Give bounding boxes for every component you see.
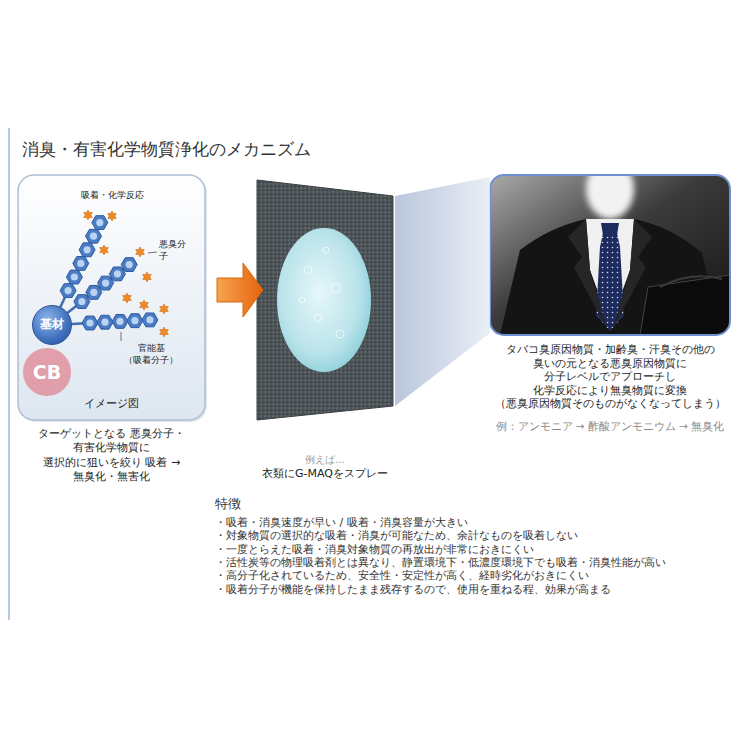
hexagon-ring	[92, 216, 108, 230]
droplet	[299, 297, 305, 303]
spray-caption: 衣類にG-MAQをスプレー	[215, 467, 435, 481]
odor-molecule-star	[160, 304, 169, 314]
leader-line	[121, 332, 122, 341]
photo-panel: タバコ臭原因物質・加齢臭・汗臭その他の 臭いの元となる悪臭原因物質に 分子レベル…	[490, 175, 730, 335]
projection-beam	[395, 177, 490, 406]
hexagon-ring	[121, 258, 137, 272]
example-lead: 例えば...	[215, 453, 435, 466]
odor-molecule-star	[100, 245, 109, 255]
hexagon-ring	[82, 316, 98, 330]
hexagon-ring	[66, 270, 82, 284]
flow-arrow	[217, 263, 263, 317]
feature-item: ・活性炭等の物理吸着剤とは異なり、静置環境下・低濃度環境下でも吸着・消臭性能が高…	[215, 556, 666, 570]
odor-molecule-star	[123, 293, 132, 303]
odor-molecule-star	[84, 210, 93, 220]
fabric-panel: 例えば...衣類にG-MAQをスプレー	[255, 180, 395, 420]
hexagon-ring	[86, 285, 102, 299]
substrate-circle: 基材	[32, 305, 72, 345]
hexagon-ring	[127, 314, 143, 328]
odor-molecule-star	[108, 211, 117, 221]
suit-photo	[490, 159, 730, 335]
feature-item: ・吸着分子が機能を保持したまま残存するので、使用を重ねる程、効果が高まる	[215, 583, 611, 597]
lapel	[568, 219, 608, 331]
features-heading: 特徴	[215, 496, 241, 513]
feature-item: ・高分子化されているため、安全性・安定性が高く、経時劣化がおきにくい	[215, 569, 589, 583]
hexagon-ring	[86, 229, 102, 243]
functional-group-label: 官能基 （吸着分子）	[121, 343, 181, 366]
hexagon-ring	[73, 256, 89, 270]
example-note: 例：アンモニア → 酢酸アンモニウム → 無臭化	[470, 420, 750, 434]
photo-frame	[490, 175, 730, 335]
hexagon-ring	[74, 295, 90, 309]
droplet	[336, 330, 344, 338]
feature-item: ・吸着・消臭速度が早い / 吸着・消臭容量が大きい	[215, 516, 468, 530]
leader-line	[148, 252, 157, 253]
target-description: ターゲットとなる 悪臭分子・有害化学物質に 選択的に狙いを絞り 吸着 → 無臭化…	[34, 427, 189, 484]
bag	[640, 275, 730, 335]
odor-molecule-star	[160, 327, 169, 337]
odor-molecule-star	[136, 247, 145, 257]
fabric-illustration	[257, 180, 393, 420]
watermark: CB	[23, 348, 71, 396]
droplet	[315, 315, 322, 322]
fabric-sheet	[257, 180, 393, 420]
odor-molecule-star	[140, 300, 149, 310]
reaction-label: 吸着・化学反応	[32, 190, 192, 202]
feature-item: ・一度とらえた吸着・消臭対象物質の再放出が非常におきにくい	[215, 543, 534, 557]
spray-area	[277, 228, 371, 372]
droplet	[304, 266, 312, 274]
droplet	[323, 247, 329, 253]
odor-molecule-star	[143, 272, 152, 282]
hexagon-ring	[79, 243, 95, 257]
side-rule	[8, 128, 10, 620]
effect-description: タバコ臭原因物質・加齢臭・汗臭その他の 臭いの元となる悪臭原因物質に 分子レベル…	[487, 343, 733, 411]
droplet	[331, 283, 341, 293]
hexagon-ring	[112, 314, 128, 328]
hexagon-ring	[60, 284, 76, 298]
hexagon-ring	[109, 267, 125, 281]
blurred-head	[586, 175, 634, 219]
feature-item: ・対象物質の選択的な吸着・消臭が可能なため、余計なものを吸着しない	[215, 529, 578, 543]
image-caption: イメージ図	[18, 397, 205, 411]
diagram-title: 消臭・有害化学物質浄化のメカニズム	[22, 139, 311, 160]
substrate-label: 基材	[40, 317, 64, 333]
hexagon-ring	[97, 315, 113, 329]
hexagon-ring	[142, 313, 158, 327]
mechanism-panel-outline	[18, 175, 205, 420]
bag-handle	[660, 276, 722, 287]
hexagon-ring	[98, 276, 114, 290]
odor-molecule-label: 悪臭分子	[159, 239, 189, 262]
